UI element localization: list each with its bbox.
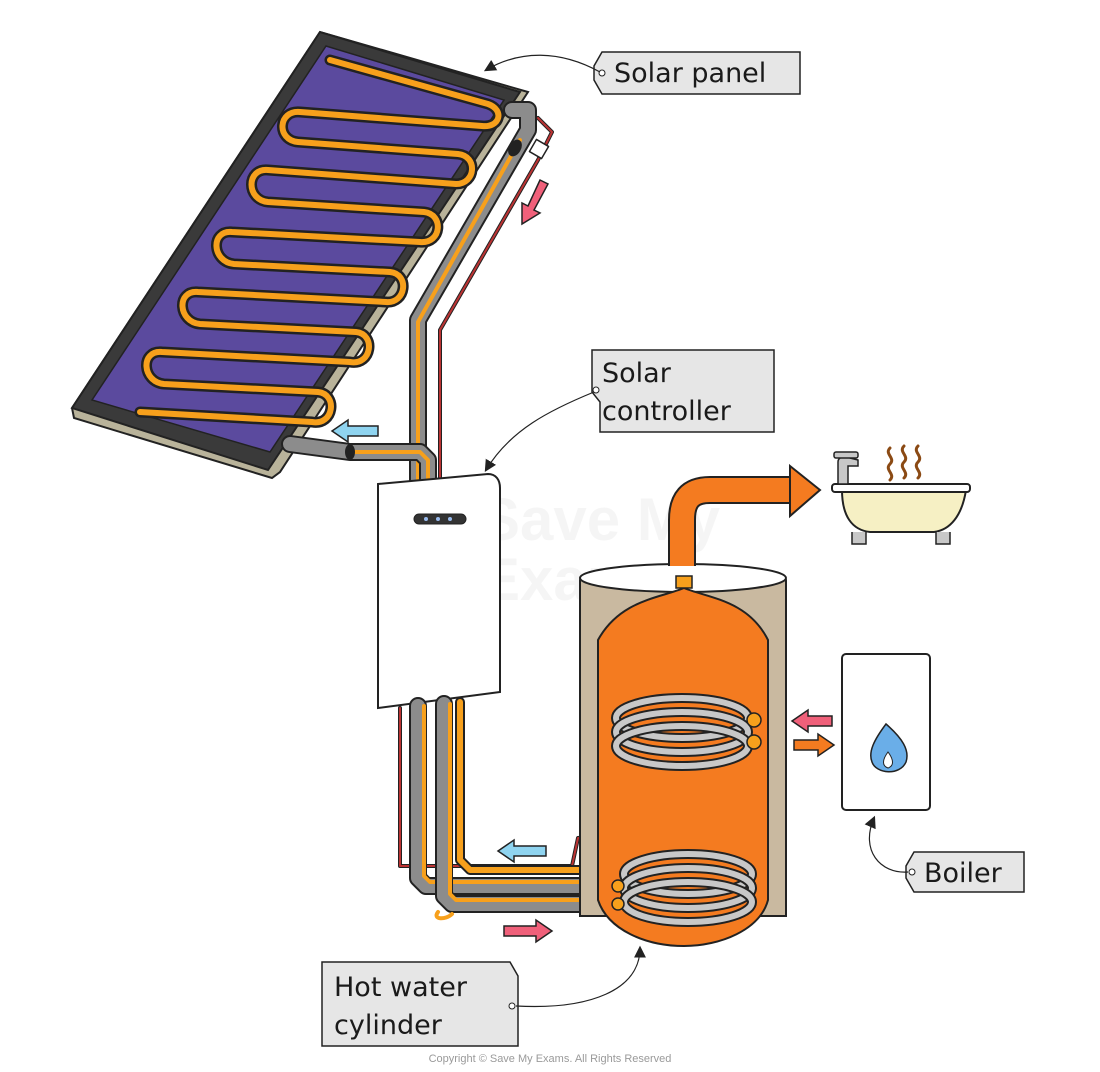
label-hot-water-cylinder: Hot water cylinder <box>321 945 646 1047</box>
cool-flow-arrow-cylinder <box>496 838 547 864</box>
warm-flow-arrow-cylinder <box>503 918 554 944</box>
copyright-text: Copyright © Save My Exams. All Rights Re… <box>429 1053 672 1065</box>
solar-controller-label-line2: controller <box>602 396 732 427</box>
bath <box>831 444 971 545</box>
warm-flow-arrow-down <box>521 178 550 226</box>
label-solar-controller: Solar controller <box>484 349 775 473</box>
panel-pipes <box>281 101 554 499</box>
flow-arrows-panel <box>330 178 550 444</box>
label-boiler: Boiler <box>864 815 1025 893</box>
hot-water-cylinder-label-line2: cylinder <box>334 1010 443 1041</box>
cool-flow-arrow-left <box>330 418 379 444</box>
warm-flow-arrow-from-boiler <box>790 708 833 734</box>
flow-arrows-cylinder <box>496 838 554 944</box>
solar-panel-tubing <box>134 54 504 428</box>
label-solar-panel: Solar panel <box>483 51 801 95</box>
flame-icon <box>870 722 908 773</box>
tap-icon <box>837 456 859 485</box>
solar-panel <box>70 30 530 480</box>
solar-coil <box>611 849 757 927</box>
steam-icon <box>886 444 922 482</box>
boiler-label-text: Boiler <box>924 858 1003 889</box>
boiler <box>841 653 931 811</box>
solar-controller <box>377 472 501 710</box>
solar-panel-label-text: Solar panel <box>614 58 766 89</box>
solar-controller-label-line1: Solar <box>602 358 672 389</box>
hot-water-cylinder-label-line1: Hot water <box>334 972 468 1003</box>
hot-flow-arrow-to-boiler <box>793 732 836 758</box>
hot-water-cylinder <box>579 463 822 948</box>
hot-water-outlet-arrow <box>789 463 822 519</box>
flow-arrows-boiler <box>790 708 836 758</box>
boiler-coil <box>611 693 762 771</box>
